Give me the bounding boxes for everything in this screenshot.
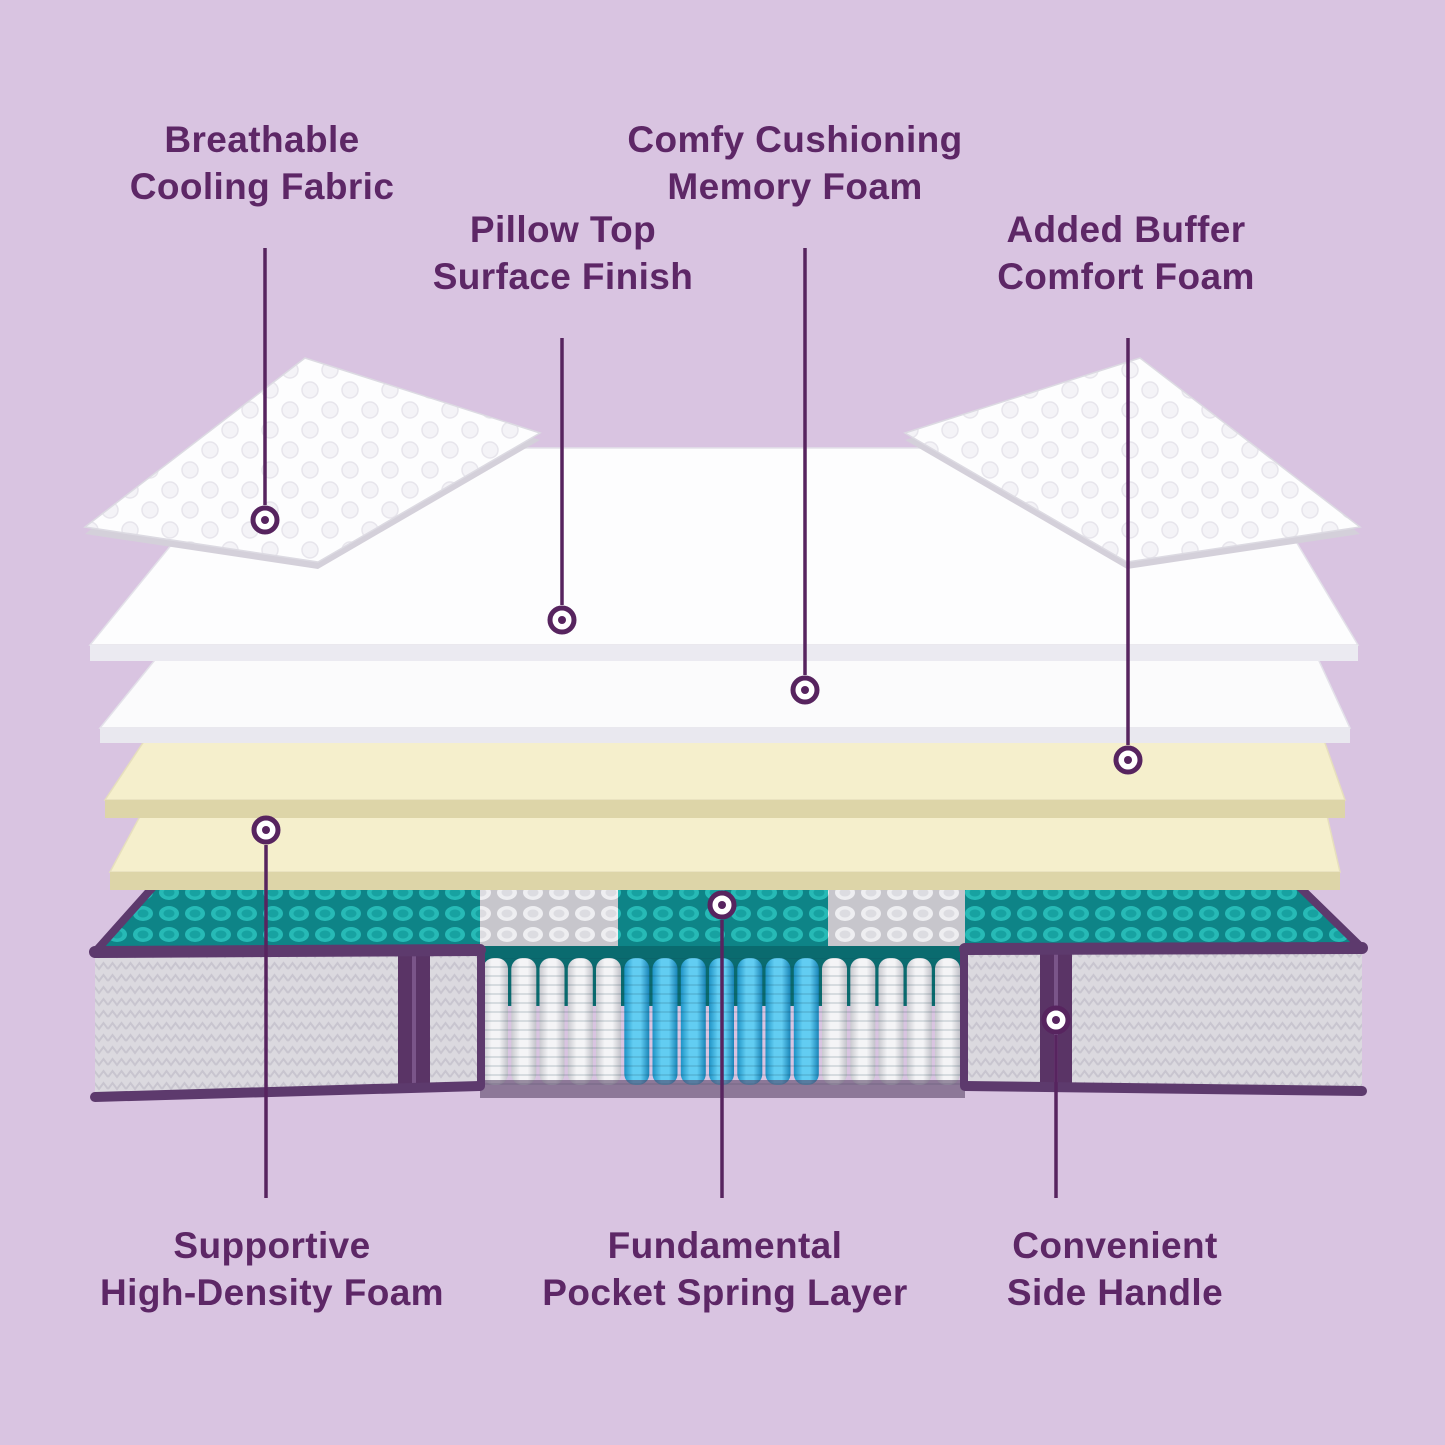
cover-sheet-left — [83, 357, 542, 569]
label-added-buffer-comfort-foam: Added Buffer Comfort Foam — [997, 209, 1255, 297]
label-comfy-cushioning-memory-foam: Comfy Cushioning Memory Foam — [627, 119, 963, 207]
marker-buffer-foam — [1113, 745, 1143, 775]
marker-breathable — [250, 505, 280, 535]
cover-sheet-right — [903, 357, 1362, 569]
side-panel-right — [965, 948, 1362, 1092]
marker-comfy — [790, 675, 820, 705]
marker-pillow-top — [547, 605, 577, 635]
label-fundamental-pocket-spring-layer: Fundamental Pocket Spring Layer — [542, 1225, 908, 1313]
marker-pocket-spring — [707, 890, 737, 920]
label-convenient-side-handle: Convenient Side Handle — [1006, 1225, 1224, 1313]
label-pillow-top-surface-finish: Pillow Top Surface Finish — [432, 209, 694, 297]
marker-side-handle — [1041, 1005, 1071, 1035]
callout-lines — [263, 248, 1130, 1198]
label-breathable-cooling-fabric: Breathable Cooling Fabric — [129, 119, 395, 207]
label-supportive-high-density-foam: Supportive High-Density Foam — [100, 1225, 444, 1313]
side-panel-left — [95, 950, 480, 1098]
purple-binding-trim — [89, 864, 1368, 1102]
callout-markers — [250, 505, 1143, 1035]
marker-high-density-foam — [251, 815, 281, 845]
